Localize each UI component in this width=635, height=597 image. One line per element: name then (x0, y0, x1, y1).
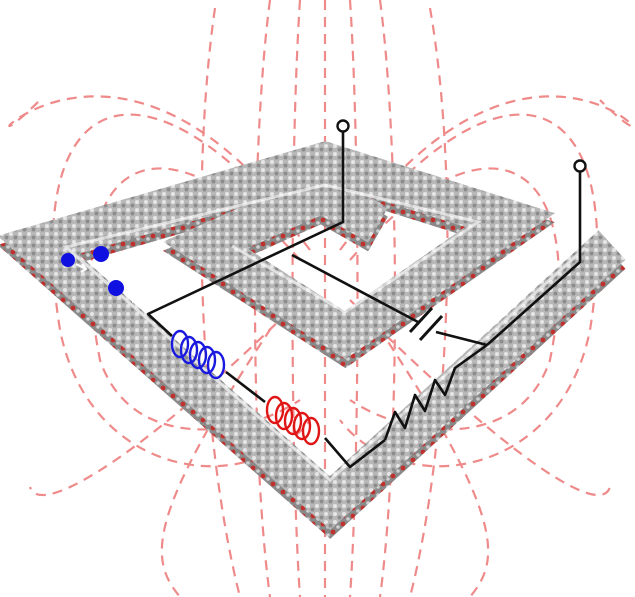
electron (61, 253, 75, 267)
resistor (383, 343, 488, 441)
inductor-blue (170, 329, 226, 380)
electron (93, 246, 109, 262)
inductor-red (265, 395, 321, 446)
circuit-wires (146, 132, 582, 469)
electrons (61, 246, 140, 303)
terminal-left (336, 119, 350, 133)
capacitor (408, 306, 444, 342)
lattice-top (0, 141, 626, 530)
spiral-lattice (0, 141, 626, 539)
electron (108, 280, 124, 296)
terminal-right (573, 159, 587, 173)
